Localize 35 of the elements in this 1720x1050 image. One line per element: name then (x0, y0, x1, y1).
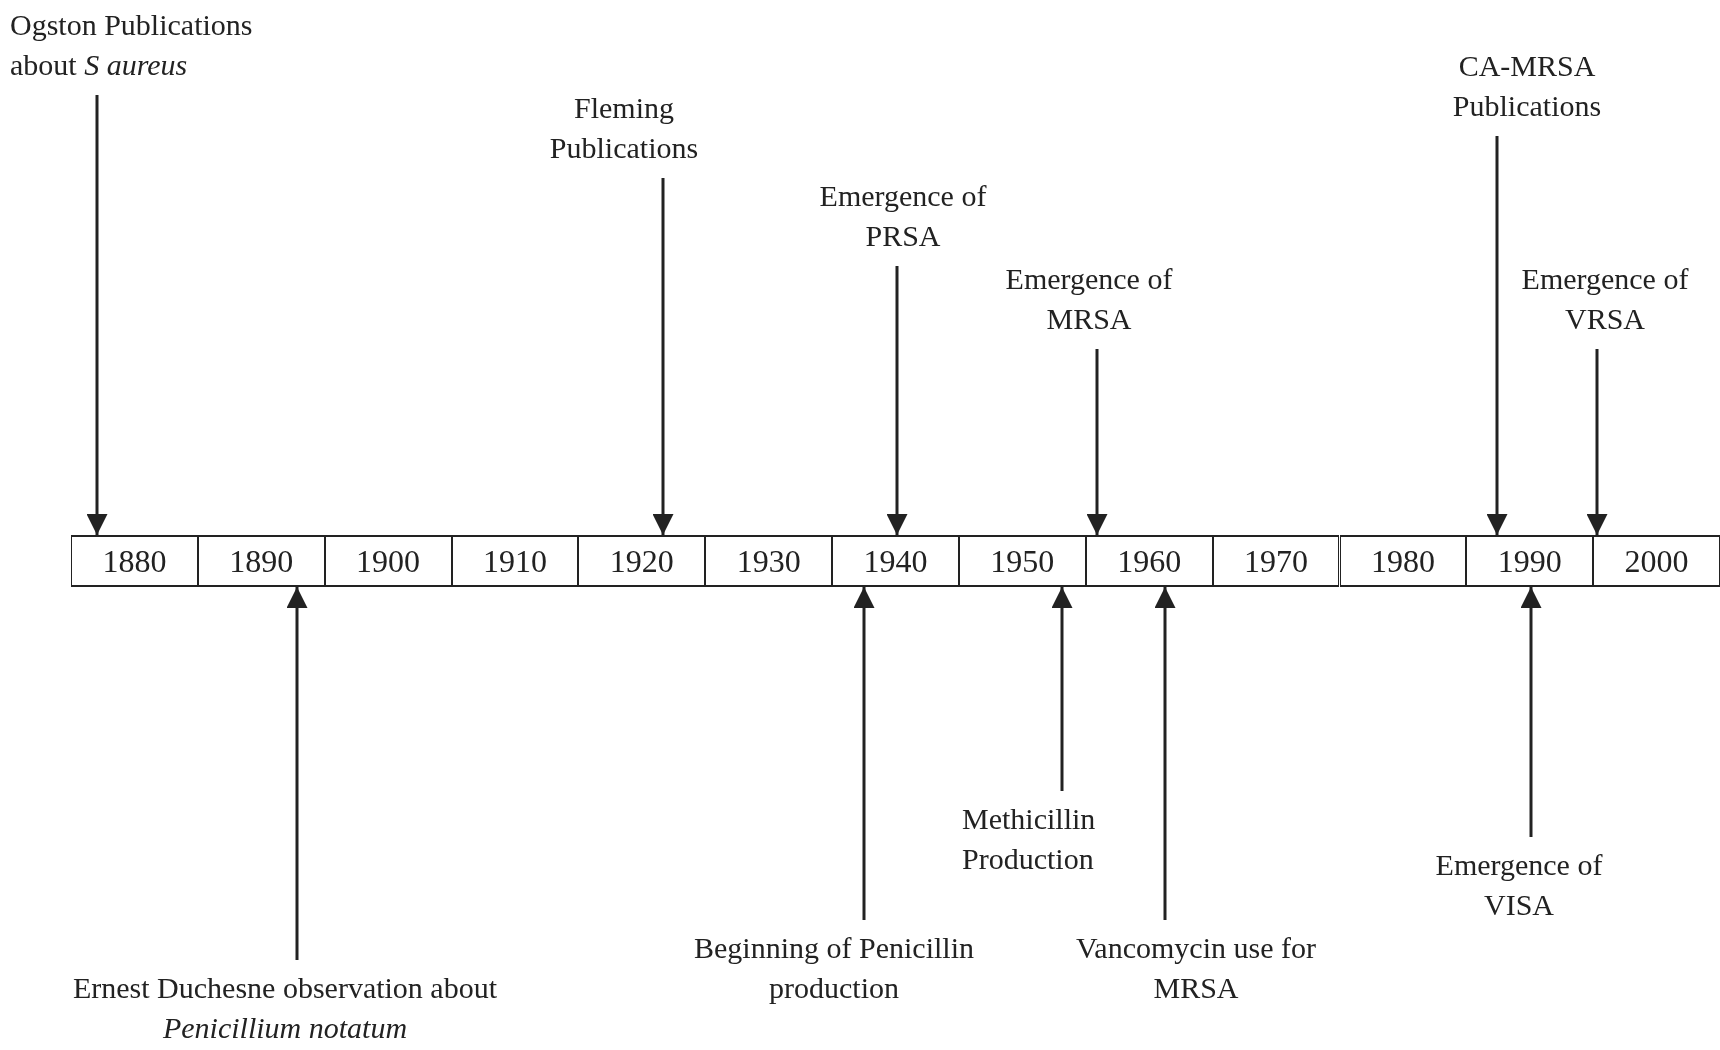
year-cell: 1940 (832, 535, 959, 587)
arrow (1154, 587, 1176, 920)
arrow (1520, 587, 1542, 837)
year-cell: 1900 (324, 535, 452, 587)
arrow (652, 178, 674, 535)
year-cell: 1930 (705, 535, 833, 587)
arrow (1086, 349, 1108, 535)
arrow (1586, 349, 1608, 535)
year-cell: 1880 (71, 535, 198, 587)
event-label: Beginning of Penicillin production (664, 928, 1004, 1008)
arrow (886, 266, 908, 535)
event-label: Ernest Duchesne observation about Penicillium notatum (50, 968, 520, 1048)
event-label: Vancomycin use for MRSA (1076, 928, 1316, 1008)
year-cell: 1960 (1085, 535, 1213, 587)
year-cell: 1970 (1212, 535, 1340, 587)
event-label: Emergence of VISA (1414, 845, 1624, 925)
event-label: Methicillin Production (962, 799, 1152, 879)
year-cell: 1910 (451, 535, 579, 587)
event-label: Emergence of PRSA (798, 176, 1008, 256)
year-cell: 1920 (578, 535, 706, 587)
arrow (853, 587, 875, 920)
event-label: Fleming Publications (514, 88, 734, 168)
arrow (286, 587, 308, 960)
event-label: Emergence of VRSA (1500, 259, 1710, 339)
year-cell: 1950 (958, 535, 1086, 587)
event-label: Emergence of MRSA (984, 259, 1194, 339)
arrow (86, 95, 108, 535)
year-cell: 2000 (1593, 535, 1720, 587)
arrow (1051, 587, 1073, 791)
year-cell: 1990 (1466, 535, 1594, 587)
year-cell: 1890 (197, 535, 325, 587)
year-cell: 1980 (1339, 535, 1467, 587)
event-label: CA-MRSA Publications (1412, 46, 1642, 126)
arrow (1486, 136, 1508, 535)
event-label: Ogston Publications about S aureus (10, 5, 320, 85)
